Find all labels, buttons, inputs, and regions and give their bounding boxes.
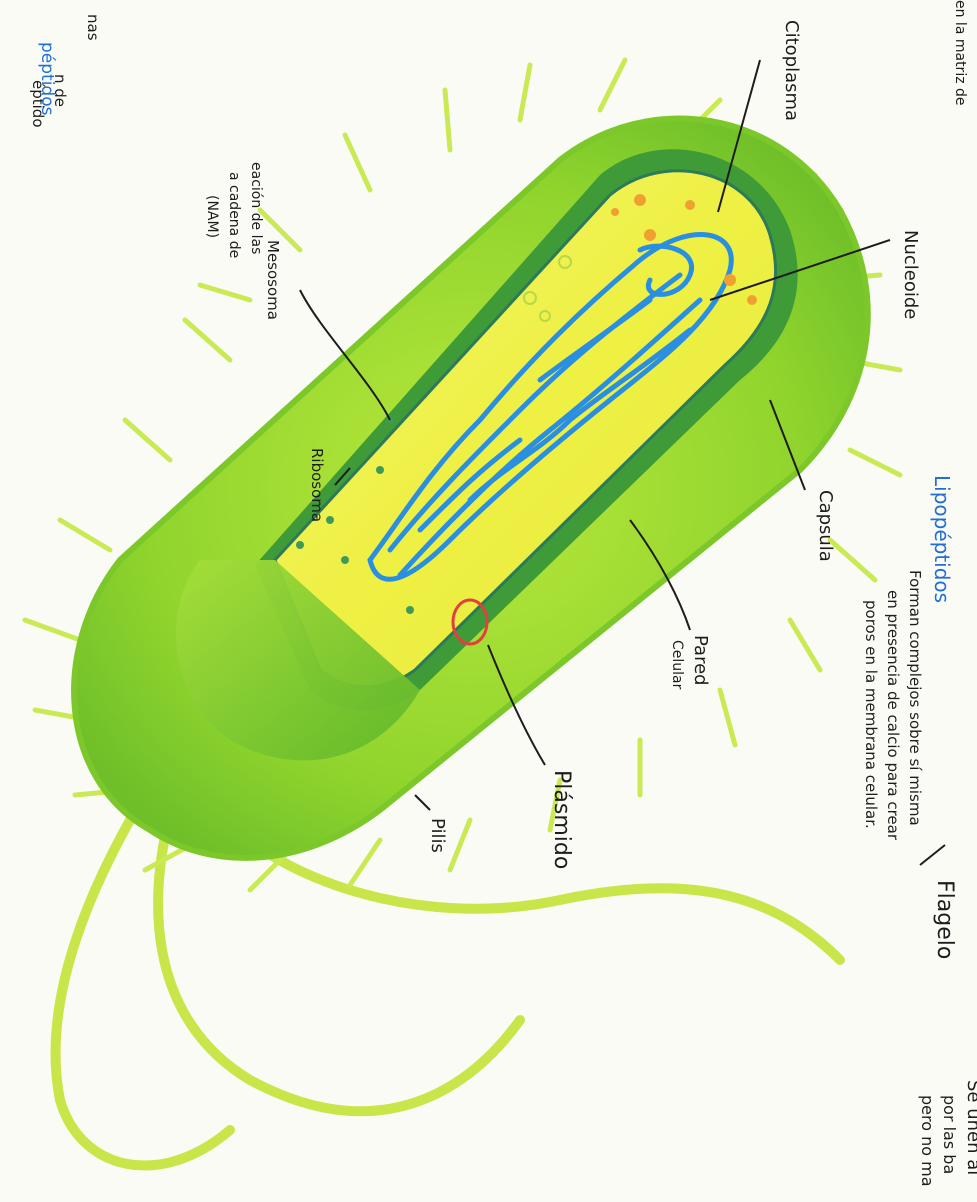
label-plasmido: Plásmido <box>549 770 574 869</box>
left-note-1: nas <box>84 14 102 41</box>
lipopeptidos-line1: Forman complejos sobre sí misma <box>906 570 924 826</box>
label-ribosoma: Ribosoma <box>308 448 326 522</box>
right-note-line3: pero no ma <box>918 1095 937 1187</box>
label-nucleoide: Nucleoide <box>900 230 921 319</box>
label-pared: Pared <box>690 635 711 686</box>
lipopeptidos-line3: poros en la membrana celular. <box>862 600 880 829</box>
right-note-line1: Se unen al <box>963 1080 977 1175</box>
right-note-line2: por las ba <box>940 1095 959 1174</box>
right-edge-note: Se unen al por las ba pero no ma <box>918 1080 977 1187</box>
label-pilis: Pilis <box>427 818 448 853</box>
flagelo-arrow <box>920 845 945 865</box>
lipopeptidos-heading: Lipopéptidos <box>930 475 954 603</box>
label-mesosoma: Mesosoma <box>264 240 282 320</box>
pilis-arrow <box>415 795 430 810</box>
label-flagelo: Flagelo <box>932 880 957 959</box>
lipopeptidos-line2: en presencia de calcio para crear <box>884 590 902 841</box>
left-note-5: a cadena de <box>226 172 242 258</box>
left-note-4: eación de las <box>248 162 264 254</box>
label-celular: Celular <box>669 640 685 690</box>
left-note-6: (NAM) <box>204 195 220 238</box>
lipopeptidos-note: Lipopéptidos Forman complejos sobre sí m… <box>862 475 954 841</box>
left-note-top: en la matriz de <box>952 0 968 106</box>
label-citoplasma: Citoplasma <box>781 20 802 121</box>
left-heading: péptidos <box>37 42 57 116</box>
label-capsula: Capsula <box>815 490 836 562</box>
